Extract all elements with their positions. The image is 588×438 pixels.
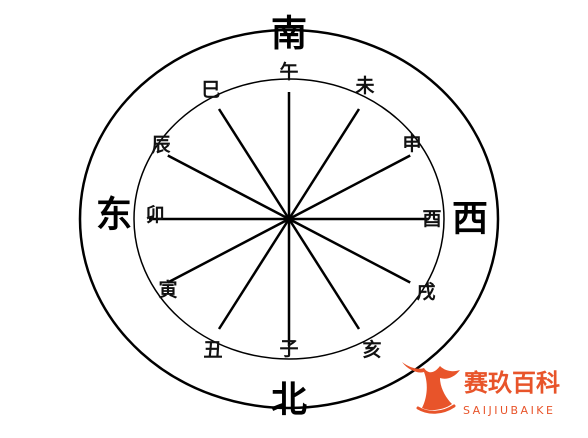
inner-circle [133, 78, 445, 360]
branch-label-xu: 戌 [416, 281, 435, 303]
spoke-line [288, 217, 411, 284]
direction-north: 北 [271, 380, 307, 421]
direction-labels: 南 北 东 西 [96, 14, 488, 421]
outer-circle [78, 28, 500, 410]
branch-label-you: 酉 [422, 208, 441, 230]
spoke-line [288, 154, 411, 221]
spoke-line [287, 108, 361, 220]
spoke-line [167, 217, 290, 284]
branch-label-mao: 卯 [145, 204, 164, 226]
direction-west: 西 [452, 199, 488, 240]
branch-label-zi: 子 [279, 338, 298, 360]
branch-labels: 午 未 申 酉 戌 亥 子 丑 寅 卯 辰 巳 [145, 60, 441, 361]
branch-label-shen: 申 [402, 132, 421, 155]
branch-label-chou: 丑 [203, 339, 222, 361]
branch-label-wei: 未 [354, 74, 374, 97]
spoke-line [287, 218, 361, 330]
direction-east: 东 [96, 195, 132, 236]
spoke-line [217, 218, 291, 330]
branch-label-si: 巳 [201, 79, 220, 101]
branch-label-hai: 亥 [362, 338, 381, 361]
branch-label-yin: 寅 [158, 278, 177, 301]
direction-south: 南 [271, 14, 307, 55]
branch-label-wu: 午 [279, 60, 298, 83]
watermark: 赛玖百科 SAIJIUBAIKE [402, 362, 560, 417]
whale-tail-logo-icon [402, 362, 460, 414]
watermark-english: SAIJIUBAIKE [463, 404, 555, 417]
spoke-line [217, 108, 291, 220]
spokes [149, 92, 429, 346]
spoke-line [167, 154, 290, 221]
watermark-chinese: 赛玖百科 [463, 369, 560, 397]
branch-label-chen: 辰 [151, 134, 171, 156]
